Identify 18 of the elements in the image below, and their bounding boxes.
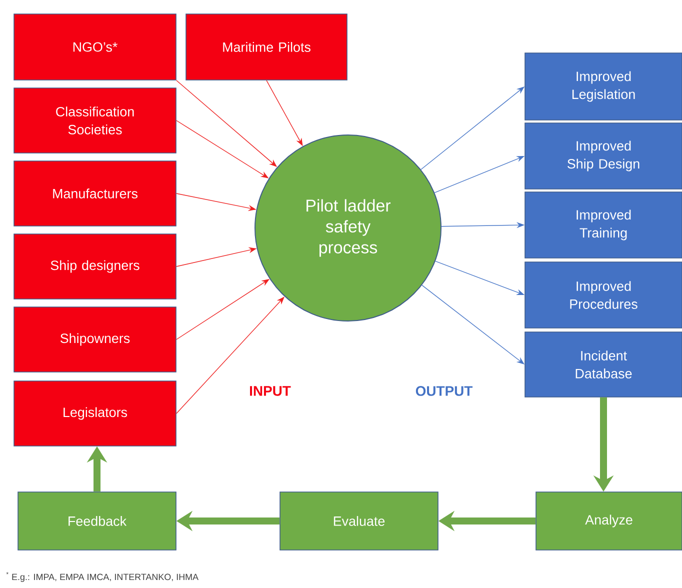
stakeholder-box: Classification Societies (14, 88, 176, 154)
output-box: Improved Ship Design (524, 122, 682, 190)
stakeholder-box: Shipowners (14, 306, 176, 372)
output-box: Improved Legislation (524, 52, 682, 120)
process-box: Analyze (536, 492, 682, 550)
output-box: Incident Database (524, 332, 682, 398)
flow-label: OUTPUT (416, 386, 473, 396)
output-box: Improved Training (524, 192, 682, 258)
flow-label: INPUT (250, 386, 291, 396)
stakeholder-box: Maritime Pilots (186, 14, 348, 80)
stakeholder-box: Legislators (14, 380, 176, 446)
stakeholder-box: NGO’s* (14, 14, 176, 80)
process-box: Evaluate (280, 492, 438, 550)
stakeholder-box: Ship designers (14, 234, 176, 300)
process-box: Feedback (18, 492, 176, 550)
output-box: Improved Procedures (524, 262, 682, 328)
stakeholder-box: Manufacturers (14, 160, 176, 226)
footnote: $^{*}$ E.g.: IMPA, EMPA IMCA, INTERTANKO, IHMA (6, 572, 198, 582)
